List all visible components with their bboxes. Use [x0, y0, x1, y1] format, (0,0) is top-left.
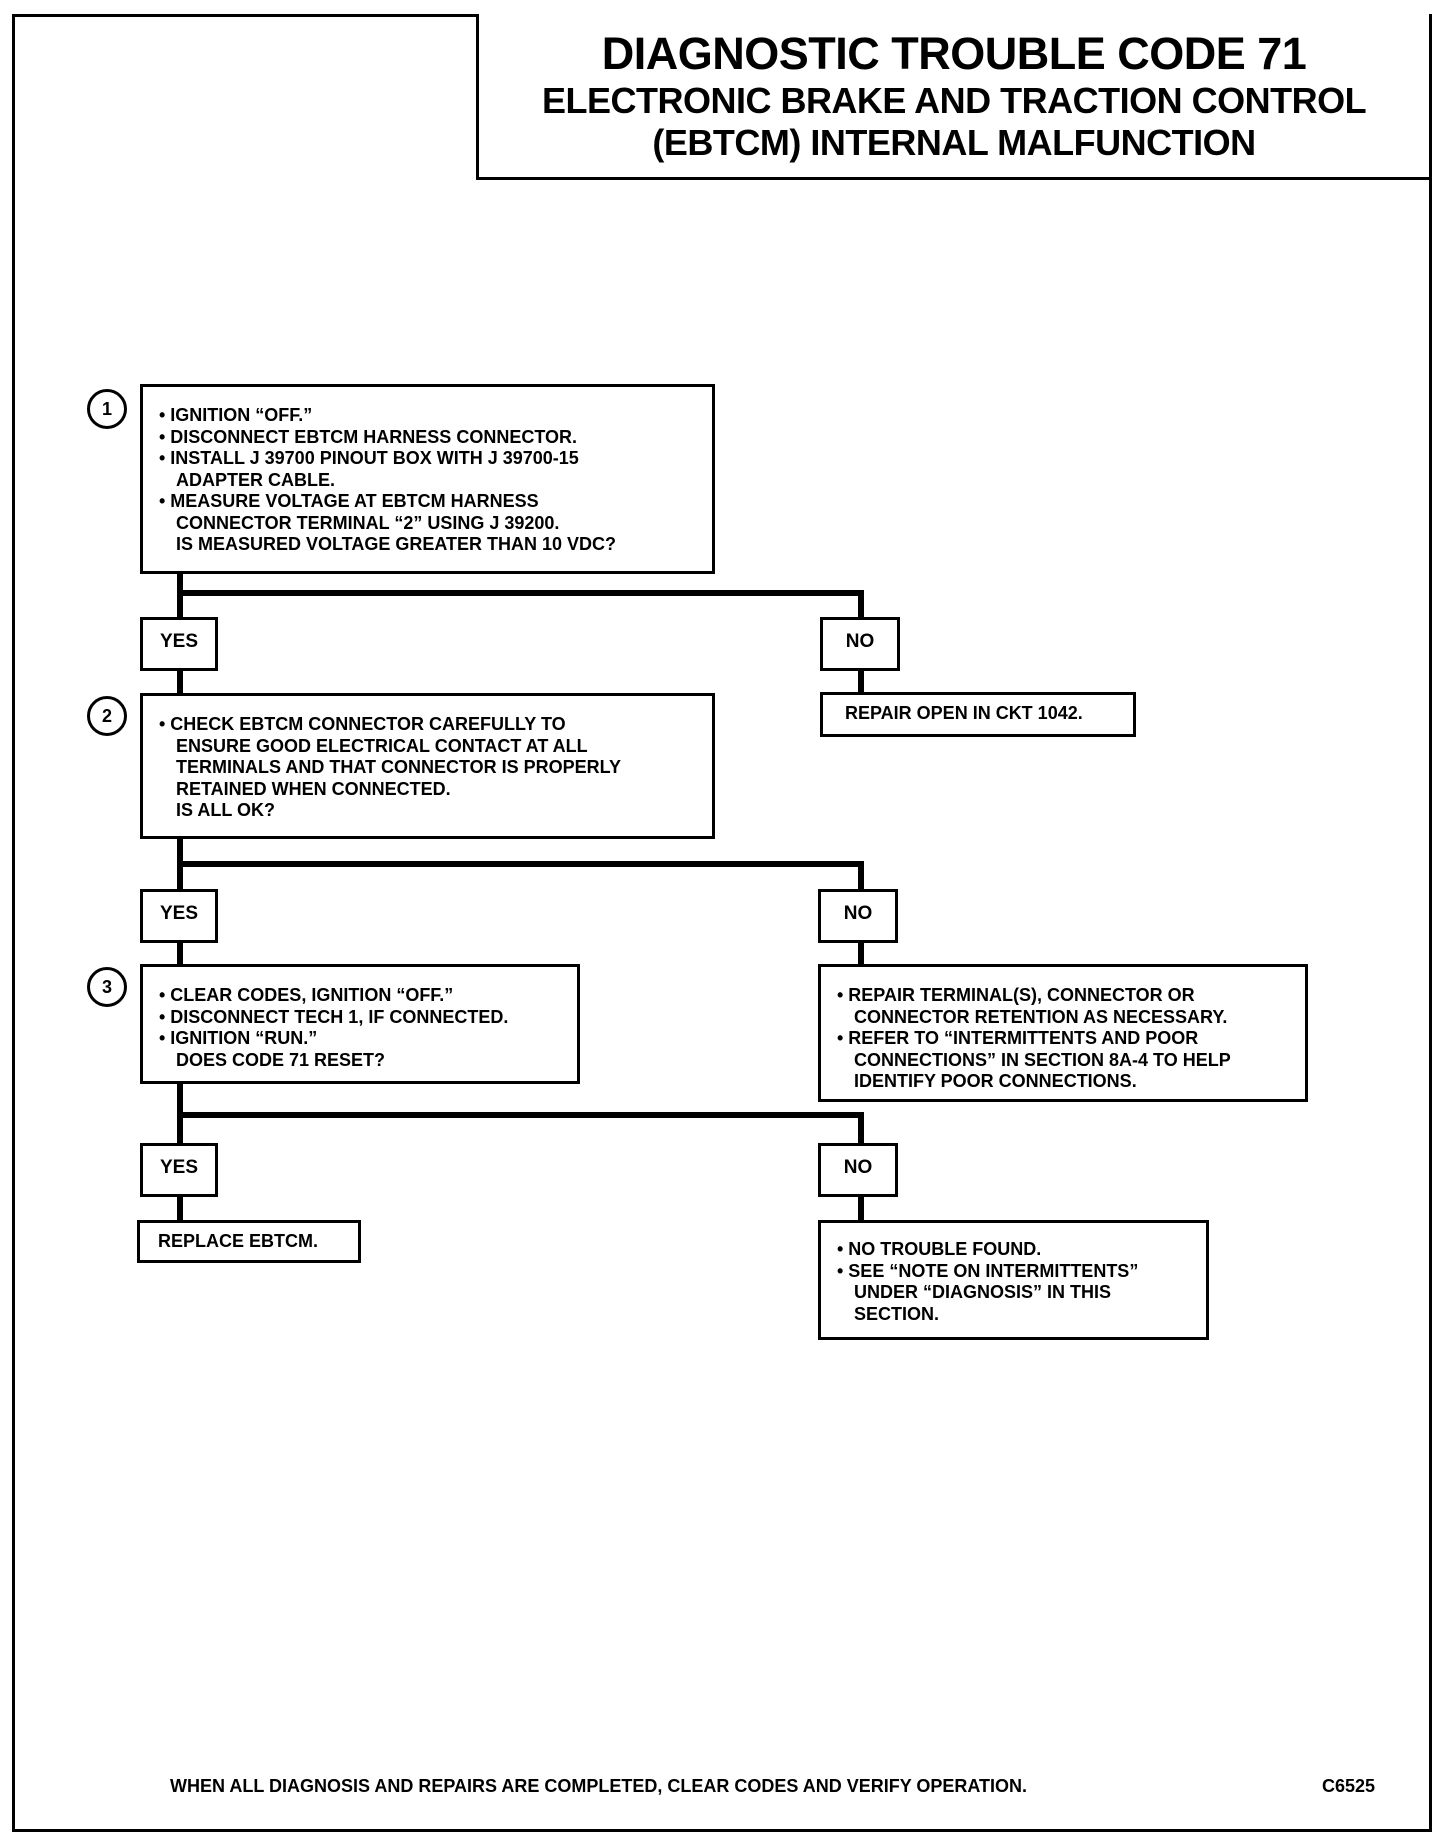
- step-1-no-result: REPAIR OPEN IN CKT 1042.: [820, 692, 1136, 737]
- page-subtitle-line-1: ELECTRONIC BRAKE AND TRACTION CONTROL: [541, 80, 1367, 121]
- step-1-line: ADAPTER CABLE.: [176, 469, 336, 490]
- step-3-no-result: • NO TROUBLE FOUND. • SEE “NOTE ON INTER…: [818, 1220, 1209, 1340]
- step-3-no-result-line: • NO TROUBLE FOUND.: [837, 1239, 1042, 1259]
- step-2-no-result-line: CONNECTIONS” IN SECTION 8A-4 TO HELP: [854, 1049, 1231, 1070]
- step-1-line: IS MEASURED VOLTAGE GREATER THAN 10 VDC?: [176, 534, 617, 554]
- step-2-line: IS ALL OK?: [176, 800, 275, 820]
- step-number-2: 2: [87, 696, 127, 736]
- step-3-line: DOES CODE 71 RESET?: [176, 1049, 386, 1070]
- step-3-no-result-line: SECTION.: [854, 1303, 940, 1324]
- step-2-line: TERMINALS AND THAT CONNECTOR IS PROPERLY: [176, 757, 622, 777]
- step-3-box: • CLEAR CODES, IGNITION “OFF.” • DISCONN…: [140, 964, 580, 1084]
- step-1-line: • DISCONNECT EBTCM HARNESS CONNECTOR.: [159, 426, 577, 447]
- step-number-3: 3: [87, 967, 127, 1007]
- title-block: DIAGNOSTIC TROUBLE CODE 71 ELECTRONIC BR…: [476, 14, 1432, 180]
- step-2-no-result: • REPAIR TERMINAL(S), CONNECTOR OR CONNE…: [818, 964, 1308, 1102]
- connector-line: [177, 1112, 864, 1118]
- step-1-line: • MEASURE VOLTAGE AT EBTCM HARNESS: [159, 491, 539, 511]
- page-frame: [12, 14, 1432, 1832]
- step-1-yes-label: YES: [140, 617, 218, 671]
- step-2-no-label: NO: [818, 889, 898, 943]
- step-1-no-label: NO: [820, 617, 900, 671]
- step-number-1: 1: [87, 389, 127, 429]
- step-3-no-result-line: UNDER “DIAGNOSIS” IN THIS: [854, 1282, 1112, 1302]
- step-2-line: RETAINED WHEN CONNECTED.: [176, 778, 451, 799]
- step-3-no-result-line: • SEE “NOTE ON INTERMITTENTS”: [837, 1260, 1139, 1281]
- connector-line: [177, 861, 864, 867]
- step-1-line: • INSTALL J 39700 PINOUT BOX WITH J 3970…: [159, 448, 579, 468]
- step-2-no-result-line: IDENTIFY POOR CONNECTIONS.: [854, 1071, 1137, 1091]
- step-3-line: • DISCONNECT TECH 1, IF CONNECTED.: [159, 1006, 509, 1027]
- footer-note: WHEN ALL DIAGNOSIS AND REPAIRS ARE COMPL…: [170, 1776, 1028, 1796]
- step-3-line: • IGNITION “RUN.”: [159, 1028, 318, 1048]
- page-subtitle-line-2: (EBTCM) INTERNAL MALFUNCTION: [652, 122, 1256, 163]
- step-2-box: • CHECK EBTCM CONNECTOR CAREFULLY TO ENS…: [140, 693, 715, 839]
- step-1-line: CONNECTOR TERMINAL “2” USING J 39200.: [176, 512, 560, 533]
- connector-line: [177, 590, 864, 596]
- step-1-box: • IGNITION “OFF.” • DISCONNECT EBTCM HAR…: [140, 384, 715, 574]
- step-2-line: • CHECK EBTCM CONNECTOR CAREFULLY TO: [159, 714, 566, 734]
- step-2-line: ENSURE GOOD ELECTRICAL CONTACT AT ALL: [176, 735, 588, 756]
- page-title: DIAGNOSTIC TROUBLE CODE 71: [601, 28, 1307, 79]
- step-3-no-label: NO: [818, 1143, 898, 1197]
- step-2-no-result-line: • REPAIR TERMINAL(S), CONNECTOR OR: [837, 985, 1195, 1005]
- figure-code: C6525: [1322, 1776, 1376, 1796]
- step-2-no-result-line: CONNECTOR RETENTION AS NECESSARY.: [854, 1006, 1228, 1027]
- step-3-yes-result: REPLACE EBTCM.: [137, 1220, 361, 1263]
- step-2-no-result-line: • REFER TO “INTERMITTENTS AND POOR: [837, 1028, 1199, 1048]
- step-3-yes-label: YES: [140, 1143, 218, 1197]
- step-2-yes-label: YES: [140, 889, 218, 943]
- step-1-line: • IGNITION “OFF.”: [159, 405, 313, 425]
- step-3-line: • CLEAR CODES, IGNITION “OFF.”: [159, 985, 454, 1005]
